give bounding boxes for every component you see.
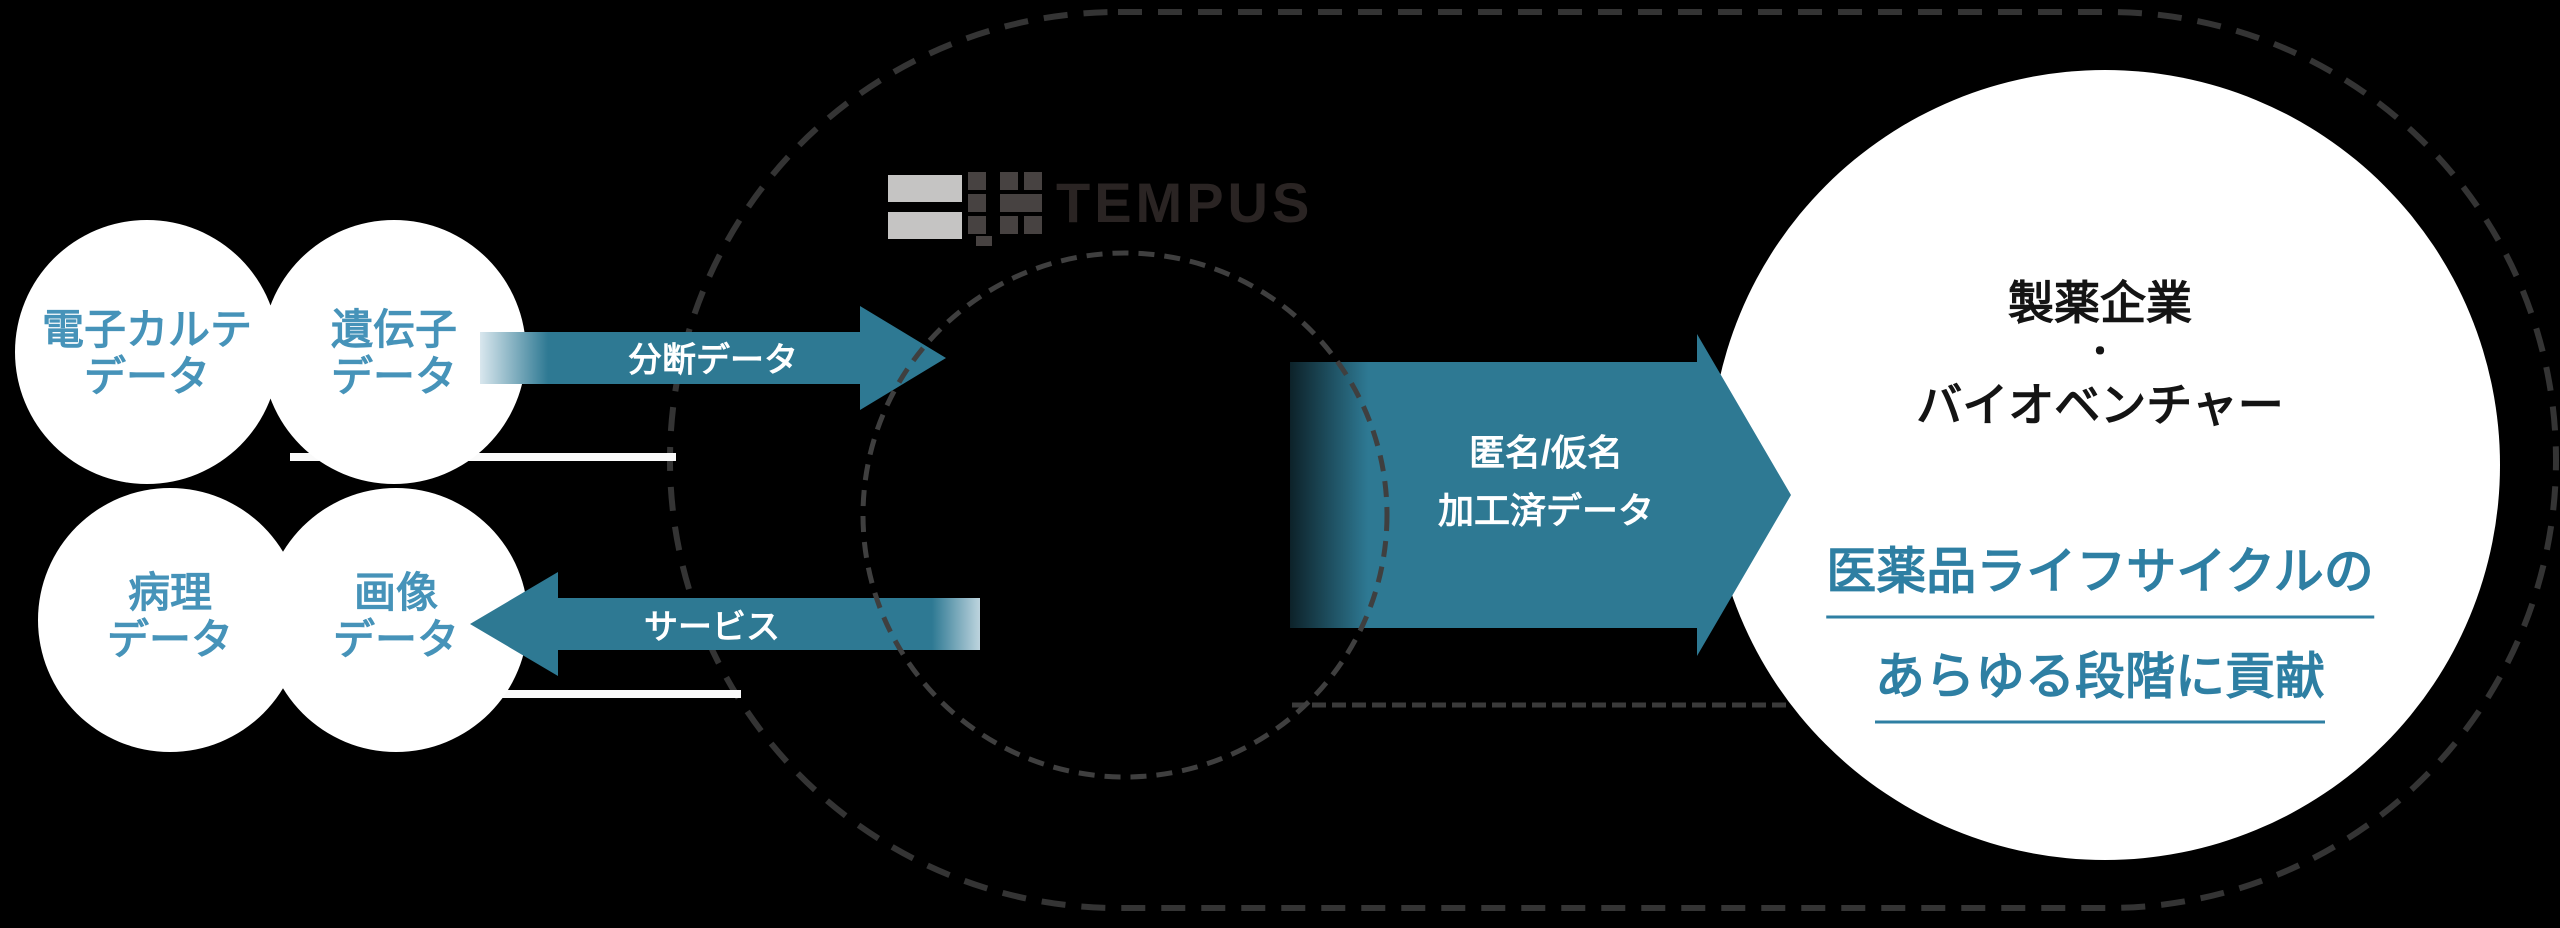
tempus-logo-equals-icon xyxy=(888,175,962,239)
tempus-logo-mark-icon xyxy=(968,172,1042,246)
label-service: サービス xyxy=(644,608,780,647)
service-arrow xyxy=(470,572,980,676)
fragmented-data-arrow xyxy=(480,306,946,410)
processed-data-arrow xyxy=(1290,334,1791,656)
label-pathology-data: 病理 データ xyxy=(106,569,234,663)
label-processed-data: 匿名/仮名 加工済データ xyxy=(1437,432,1655,531)
tempus-inner-circle-dashed xyxy=(860,250,1390,780)
data-circle-emr xyxy=(15,220,279,484)
data-circle-genomic xyxy=(262,220,526,484)
pharma-highlight-line1: 医薬品ライフサイクルの xyxy=(1826,532,2374,619)
label-imaging-data: 画像 データ xyxy=(332,569,460,663)
pharma-title-separator: ・ xyxy=(2083,333,2117,372)
pharma-title-line2: バイオベンチャー xyxy=(1916,379,2284,431)
label-fragmented-data: 分断データ xyxy=(628,341,798,380)
label-genomic-data: 遺伝子 データ xyxy=(330,306,458,400)
tempus-logo: TEMPUS xyxy=(888,171,1313,248)
label-emr-data: 電子カルテ データ xyxy=(41,306,253,400)
pharma-circle xyxy=(1710,70,2500,860)
pharma-highlight-line2: あらゆる段階に貢献 xyxy=(1875,637,2325,724)
tempus-logo-text: TEMPUS xyxy=(1056,171,1314,234)
pharma-title-line1: 製薬企業 xyxy=(2008,277,2192,329)
data-circle-pathology xyxy=(38,488,302,752)
data-circle-imaging xyxy=(264,488,528,752)
